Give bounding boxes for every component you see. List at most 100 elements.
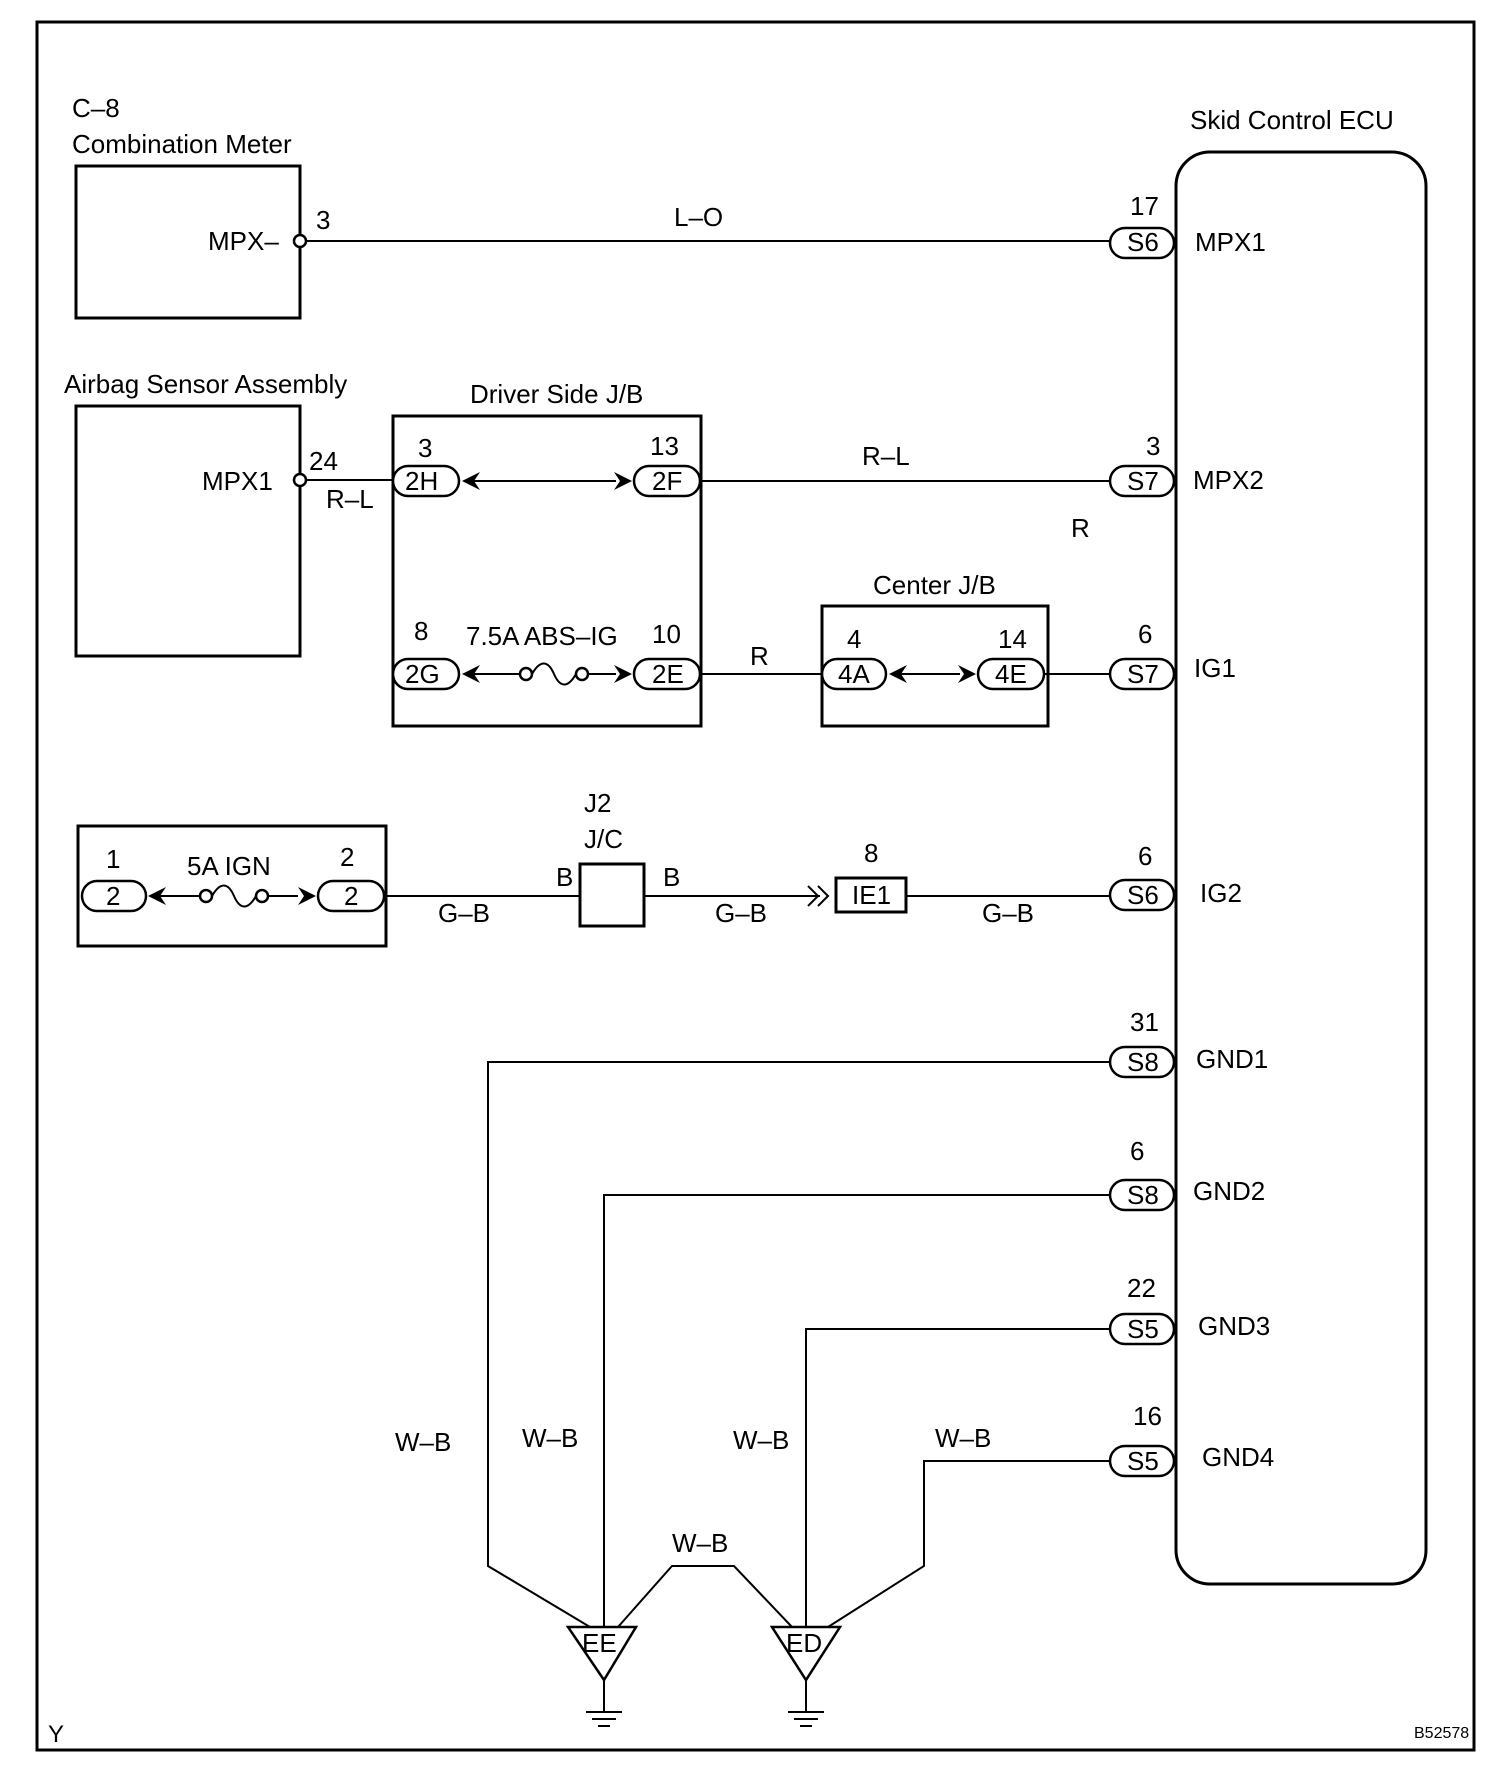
driver-jb-box xyxy=(391,414,703,728)
driver-jb-2e-arrow xyxy=(614,665,632,683)
wire-wb3-label: W–B xyxy=(733,1425,789,1455)
ground-ed-label: ED xyxy=(786,1628,822,1658)
driver-jb-fuse-label: 7.5A ABS–IG xyxy=(466,621,618,651)
combination-meter-pin-dot xyxy=(292,233,308,249)
ie1-connector-chevrons xyxy=(807,885,830,907)
center-jb-4a-arrow xyxy=(889,665,907,683)
ecu-box xyxy=(1174,150,1428,1586)
ign-fuse-conn-right-label: 2 xyxy=(344,881,358,911)
j2-right-letter: B xyxy=(663,862,680,892)
center-jb-conn-4a xyxy=(820,657,888,691)
wire-gnd4 xyxy=(827,1460,1110,1628)
airbag-sensor-title: Airbag Sensor Assembly xyxy=(64,369,347,399)
driver-jb-2f-arrow xyxy=(614,472,632,490)
driver-jb-conn-2h-label: 2H xyxy=(405,466,438,496)
ie1-pin: 8 xyxy=(864,838,878,868)
ecu-term-mpx1: MPX1 xyxy=(1195,227,1266,257)
ecu-conn-gnd4-label: S5 xyxy=(1127,1446,1159,1476)
airbag-sensor-pin-dot xyxy=(292,472,308,488)
combination-meter-title: Combination Meter xyxy=(72,129,292,159)
ecu-pin-ig1: 6 xyxy=(1138,619,1152,649)
j2-code: J2 xyxy=(584,788,611,818)
airbag-sensor-pin: 24 xyxy=(309,446,338,476)
center-jb-conn-4e-label: 4E xyxy=(995,659,1027,689)
wire-wb1-label: W–B xyxy=(395,1427,451,1457)
ie1-label: IE1 xyxy=(852,880,891,910)
ign-fuse-label: 5A IGN xyxy=(187,851,271,881)
combination-meter-terminal: MPX– xyxy=(208,226,279,256)
ground-ed-icon xyxy=(788,1711,824,1727)
ecu-term-gnd4: GND4 xyxy=(1202,1442,1274,1472)
ecu-term-ig1: IG1 xyxy=(1194,653,1236,683)
ecu-pin-gnd1: 31 xyxy=(1130,1007,1159,1037)
center-jb-title: Center J/B xyxy=(873,570,996,600)
ecu-conn-ig1 xyxy=(1108,657,1176,691)
driver-jb-fuse-icon xyxy=(531,662,577,686)
driver-jb-conn-2e-label: 2E xyxy=(652,659,684,689)
ecu-term-gnd2: GND2 xyxy=(1193,1176,1265,1206)
ecu-title: Skid Control ECU xyxy=(1190,105,1394,135)
ign-fuse-icon xyxy=(211,884,257,908)
wire-lo-label: L–O xyxy=(674,202,723,232)
ign-fuse-right-arrow xyxy=(298,887,316,905)
airbag-sensor-box xyxy=(74,404,302,658)
wire-gb1-label: G–B xyxy=(438,898,490,928)
wire-airbag-rl-label: R–L xyxy=(326,484,374,514)
ecu-term-ig2: IG2 xyxy=(1200,878,1242,908)
diagram-frame xyxy=(35,20,1476,1752)
ecu-pin-gnd2: 6 xyxy=(1130,1136,1144,1166)
ecu-conn-gnd2-label: S8 xyxy=(1127,1180,1159,1210)
driver-jb-2h-pin: 3 xyxy=(418,433,432,463)
ecu-term-gnd3: GND3 xyxy=(1198,1311,1270,1341)
ign-fuse-block-box xyxy=(76,824,388,948)
wire-gb3-label: G–B xyxy=(982,898,1034,928)
ign-fuse-right-dot xyxy=(254,888,270,904)
ign-fuse-left-pin: 1 xyxy=(106,844,120,874)
ign-fuse-left-dot xyxy=(198,888,214,904)
wire-wb-link xyxy=(617,1565,793,1628)
wire-gnd3 xyxy=(805,1328,1110,1627)
driver-jb-2g-arrow xyxy=(462,665,480,683)
driver-jb-conn-2g xyxy=(391,657,461,691)
driver-jb-2f-pin: 13 xyxy=(650,431,679,461)
driver-jb-conn-2g-label: 2G xyxy=(405,659,440,689)
ign-fuse-conn-left-label: 2 xyxy=(106,881,120,911)
wire-gnd1 xyxy=(487,1061,1110,1628)
wire-r-top-label: R xyxy=(1071,513,1090,543)
center-jb-4e-arrow xyxy=(958,665,976,683)
ground-ed-triangle xyxy=(769,1625,843,1683)
center-jb-4e-pin: 14 xyxy=(998,624,1027,654)
j2-name: J/C xyxy=(584,824,623,854)
ign-fuse-left-arrow xyxy=(148,887,166,905)
driver-jb-conn-2f-label: 2F xyxy=(652,466,682,496)
ecu-pin-mpx1: 17 xyxy=(1130,191,1159,221)
wire-wb-link-label: W–B xyxy=(672,1528,728,1558)
center-jb-box xyxy=(820,604,1050,728)
ecu-term-mpx2: MPX2 xyxy=(1193,465,1264,495)
ign-fuse-conn-left xyxy=(80,879,148,913)
ecu-conn-gnd3-label: S5 xyxy=(1127,1314,1159,1344)
ecu-conn-mpx1-label: S6 xyxy=(1127,227,1159,257)
ground-ee-icon xyxy=(586,1711,622,1727)
wire-wb2-label: W–B xyxy=(522,1423,578,1453)
ecu-pin-ig2: 6 xyxy=(1138,841,1152,871)
driver-jb-2h-arrow xyxy=(462,472,480,490)
ground-ee-triangle xyxy=(565,1625,639,1683)
driver-jb-fuse-right-dot xyxy=(574,666,590,682)
ign-fuse-right-pin: 2 xyxy=(340,842,354,872)
driver-jb-title: Driver Side J/B xyxy=(470,379,643,409)
driver-jb-fuse-left-dot xyxy=(518,666,534,682)
ecu-pin-mpx2: 3 xyxy=(1146,431,1160,461)
driver-jb-2e-pin: 10 xyxy=(652,619,681,649)
ecu-pin-gnd3: 22 xyxy=(1127,1273,1156,1303)
figure-code: B52578 xyxy=(1414,1725,1469,1742)
ign-fuse-conn-right xyxy=(316,879,386,913)
ecu-conn-ig2-label: S6 xyxy=(1127,880,1159,910)
combination-meter-pin: 3 xyxy=(316,205,330,235)
wire-wb4-label: W–B xyxy=(935,1423,991,1453)
wire-r-mid-label: R xyxy=(750,641,769,671)
ecu-pin-gnd4: 16 xyxy=(1133,1401,1162,1431)
airbag-sensor-terminal: MPX1 xyxy=(202,466,273,496)
driver-jb-conn-2h xyxy=(391,464,461,498)
